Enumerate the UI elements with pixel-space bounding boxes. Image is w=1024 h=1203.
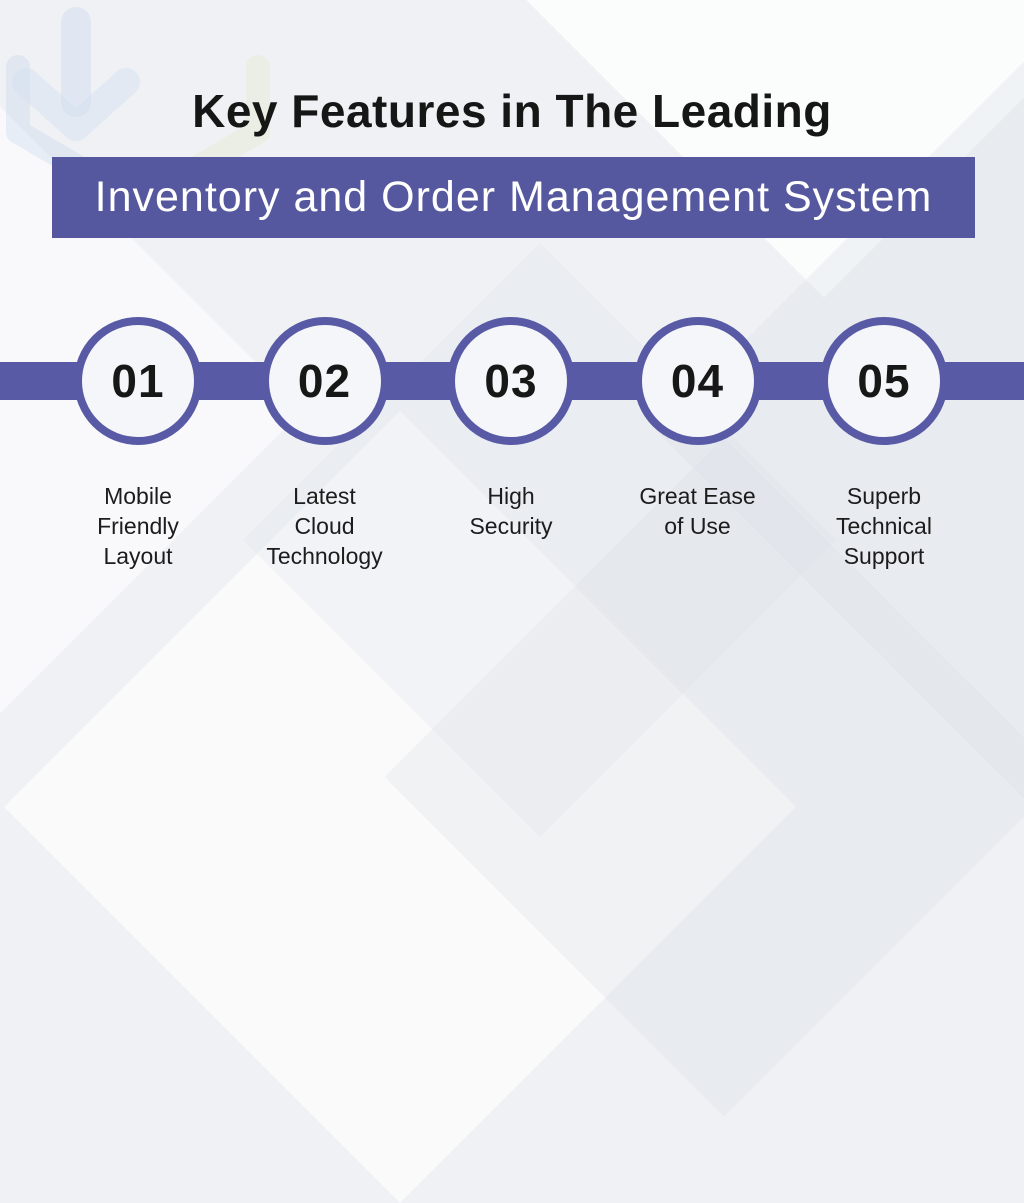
step-label: Mobile Friendly Layout (97, 483, 179, 569)
timeline-step-2: 02 Latest Cloud Technology (235, 317, 415, 571)
timeline-step-1: 01 Mobile Friendly Layout (48, 317, 228, 571)
timeline-step-3: 03 High Security (421, 317, 601, 571)
box-with-down-arrow-logo-icon (6, 7, 270, 214)
step-circle: 05 (820, 317, 948, 445)
step-circle: 03 (447, 317, 575, 445)
banner-title: Inventory and Order Management System (94, 173, 933, 221)
banner: Inventory and Order Management System (52, 157, 975, 238)
step-number: 05 (857, 355, 911, 407)
step-number: 01 (111, 355, 165, 407)
step-number: 03 (484, 355, 538, 407)
step-circle: 04 (633, 317, 762, 445)
step-number: 04 (670, 355, 725, 407)
timeline-step-4: 04 Great Ease of Use (608, 317, 788, 571)
step-label: High Security (469, 483, 553, 539)
step-number: 02 (297, 355, 352, 407)
page-title: Key Features in The Leading (192, 85, 832, 137)
step-circle: 02 (260, 317, 389, 445)
step-label: Latest Cloud Technology (266, 483, 383, 569)
timeline-step-5: 05 Superb Technical Support (794, 317, 974, 571)
step-label: Superb Technical Support (836, 483, 932, 569)
step-label: Great Ease of Use (639, 483, 756, 539)
background-diamond (456, 0, 1024, 298)
timeline-steps: 01 Mobile Friendly Layout 02 Latest Clou… (48, 317, 974, 571)
step-circle: 01 (74, 317, 202, 445)
